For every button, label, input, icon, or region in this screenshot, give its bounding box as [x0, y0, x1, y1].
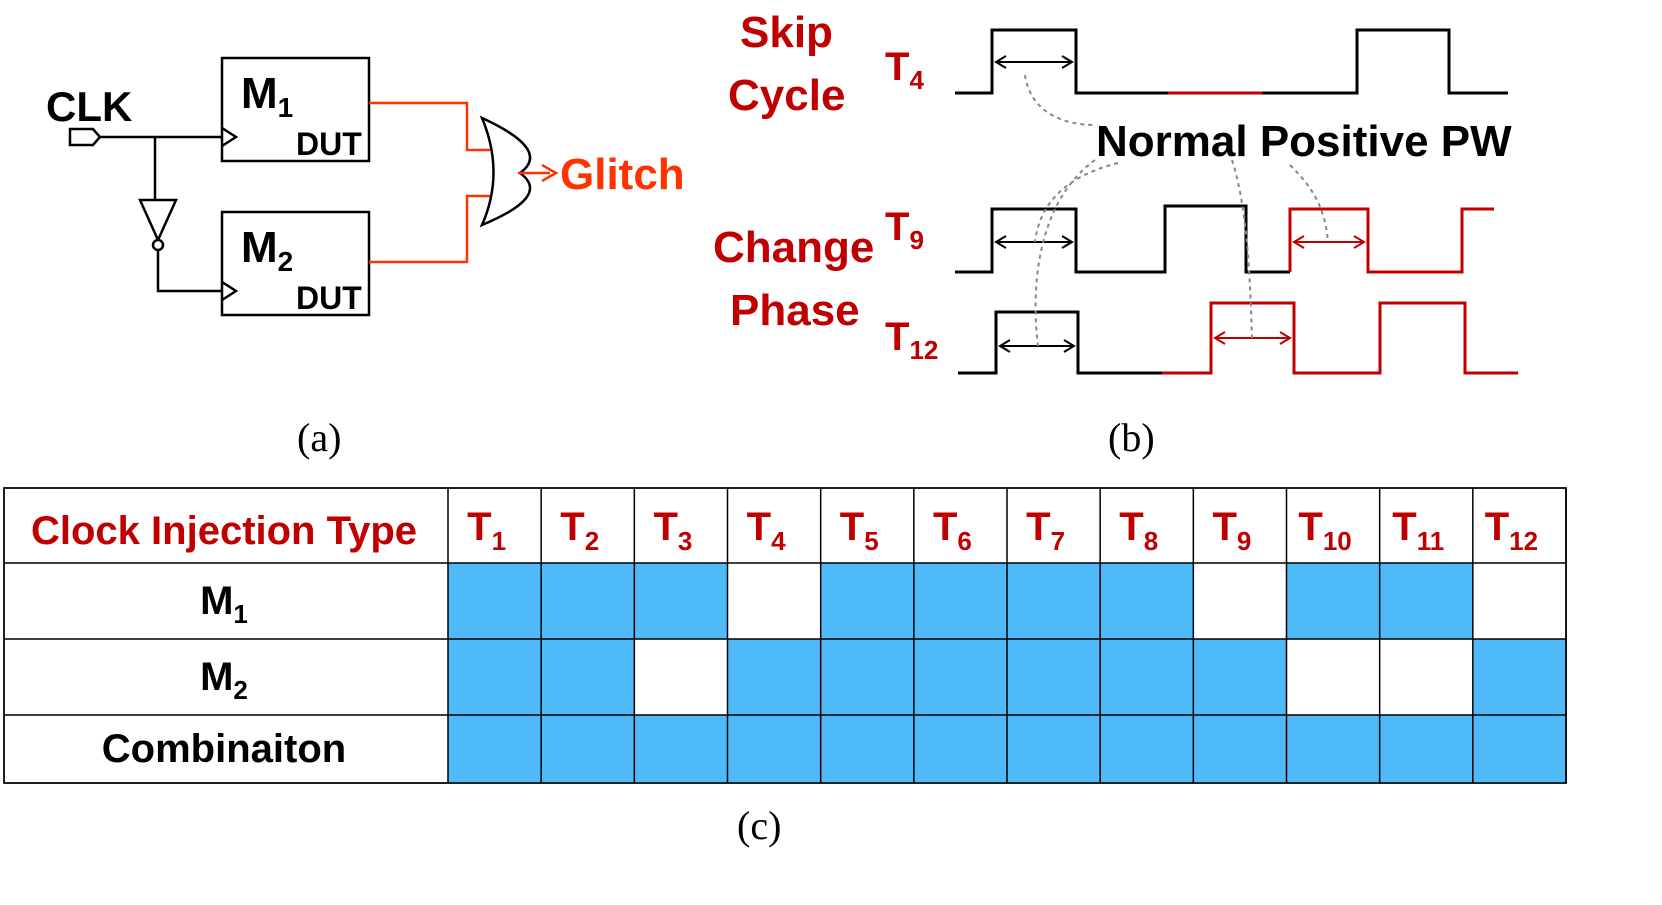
- table-cell: [1286, 715, 1380, 783]
- m1-dut-tag: DUT: [296, 126, 362, 162]
- glitch-arrow-icon: [541, 163, 559, 183]
- change-label: Change: [713, 223, 874, 272]
- table-column-header: T9: [1212, 505, 1251, 556]
- table-cell: [1193, 715, 1287, 783]
- t9-shifted-pw-arrow-icon: [1292, 235, 1366, 249]
- table-cell: [1379, 639, 1473, 715]
- table-column-header: T8: [1119, 505, 1158, 556]
- table-cell: [1379, 563, 1473, 639]
- t4-wave-black-a: [955, 28, 1168, 95]
- table-cell: [913, 715, 1007, 783]
- table-cell: [727, 563, 821, 639]
- table-cell: [1472, 563, 1566, 639]
- normal-pw-annotation: Normal Positive PW: [1096, 117, 1512, 166]
- table-cell: [913, 563, 1007, 639]
- table-cell: [1193, 639, 1287, 715]
- table-cell: [820, 639, 914, 715]
- caption-b: (b): [1108, 415, 1155, 460]
- t9-wave-red: [1288, 207, 1494, 274]
- t9-pw-arrow-icon: [994, 235, 1074, 249]
- table-cell: [541, 639, 635, 715]
- table-cell: [1379, 715, 1473, 783]
- table-cell: [448, 639, 542, 715]
- m2-dut-tag: DUT: [296, 280, 362, 316]
- table-cell: [1193, 563, 1287, 639]
- t4-wave-black-b: [1262, 28, 1508, 95]
- m2-label: M2: [241, 223, 293, 277]
- caption-a: (a): [297, 415, 341, 460]
- inverter-bubble-icon: [151, 238, 165, 252]
- t4-trace-label: T4: [885, 45, 924, 95]
- table-cell: [727, 715, 821, 783]
- table-row-label: Combinaiton: [102, 727, 346, 771]
- m2-dut-box: [220, 210, 371, 317]
- cycle-label: Cycle: [728, 71, 845, 120]
- skip-label: Skip: [740, 8, 833, 57]
- table-cell: [1286, 639, 1380, 715]
- table-cell: [820, 563, 914, 639]
- table-column-header: T2: [560, 505, 599, 556]
- table-column-header: T5: [840, 505, 879, 556]
- m2-clock-pin-icon: [221, 280, 239, 302]
- table-row-label: M1: [200, 579, 248, 629]
- t12-trace-label: T12: [885, 315, 938, 365]
- table-row-label: M2: [200, 655, 248, 705]
- table-cell: [1100, 639, 1194, 715]
- table-cell: [1100, 563, 1194, 639]
- t9-trace-label: T9: [885, 205, 924, 255]
- annotation-leader-lines: [1024, 74, 1329, 347]
- table-cell: [541, 715, 635, 783]
- m1-dut-box: [220, 56, 371, 163]
- table-outline: [3, 487, 1567, 784]
- table-column-header: T11: [1392, 505, 1444, 556]
- table-cell: [1472, 639, 1566, 715]
- inverter-icon: [138, 198, 178, 244]
- inverted-clk-wire: [156, 250, 222, 293]
- caption-c: (c): [737, 803, 781, 848]
- table-cell: [448, 563, 542, 639]
- phase-label: Phase: [730, 286, 860, 335]
- glitch-label: Glitch: [560, 150, 685, 199]
- t12-shifted-pw-arrow-icon: [1213, 331, 1292, 345]
- circuit-panel: CLK M1 DUT M2 DUT Glitch (a): [46, 56, 685, 460]
- m2-output-wire: [369, 194, 490, 264]
- m1-output-wire: [369, 101, 490, 152]
- clk-port-icon: [68, 127, 102, 147]
- table-column-header: T4: [747, 505, 786, 556]
- waveform-panel: Skip Cycle Change Phase T4 T9 T12: [713, 8, 1518, 460]
- table-cell: [541, 563, 635, 639]
- t12-wave-black: [958, 310, 1162, 375]
- table-column-header: T12: [1485, 505, 1538, 556]
- table-cell: [820, 715, 914, 783]
- m1-label: M1: [241, 69, 293, 123]
- table-column-header: T7: [1026, 505, 1065, 556]
- table-cell: [634, 563, 728, 639]
- clk-label: CLK: [46, 83, 132, 130]
- table-cell: [1007, 639, 1101, 715]
- t12-wave-red: [1162, 301, 1518, 375]
- table-cell: [1100, 715, 1194, 783]
- table-cell: [913, 639, 1007, 715]
- table-cell: [1286, 563, 1380, 639]
- table-cell: [1007, 563, 1101, 639]
- m1-clock-pin-icon: [221, 126, 239, 148]
- table-cell: [727, 639, 821, 715]
- table-cell: [634, 715, 728, 783]
- t4-pw-arrow-icon: [994, 55, 1074, 69]
- table-cell: [1472, 715, 1566, 783]
- table-cell: [1007, 715, 1101, 783]
- table-column-header: T1: [467, 505, 506, 556]
- table-cell: [448, 715, 542, 783]
- table-column-header: T3: [653, 505, 692, 556]
- table-column-header: T10: [1298, 505, 1351, 556]
- table-cell: [634, 639, 728, 715]
- table-column-header: T6: [933, 505, 972, 556]
- or-gate-icon: [479, 115, 532, 228]
- t9-wave-black: [955, 204, 1290, 274]
- table-header-label: Clock Injection Type: [31, 509, 417, 553]
